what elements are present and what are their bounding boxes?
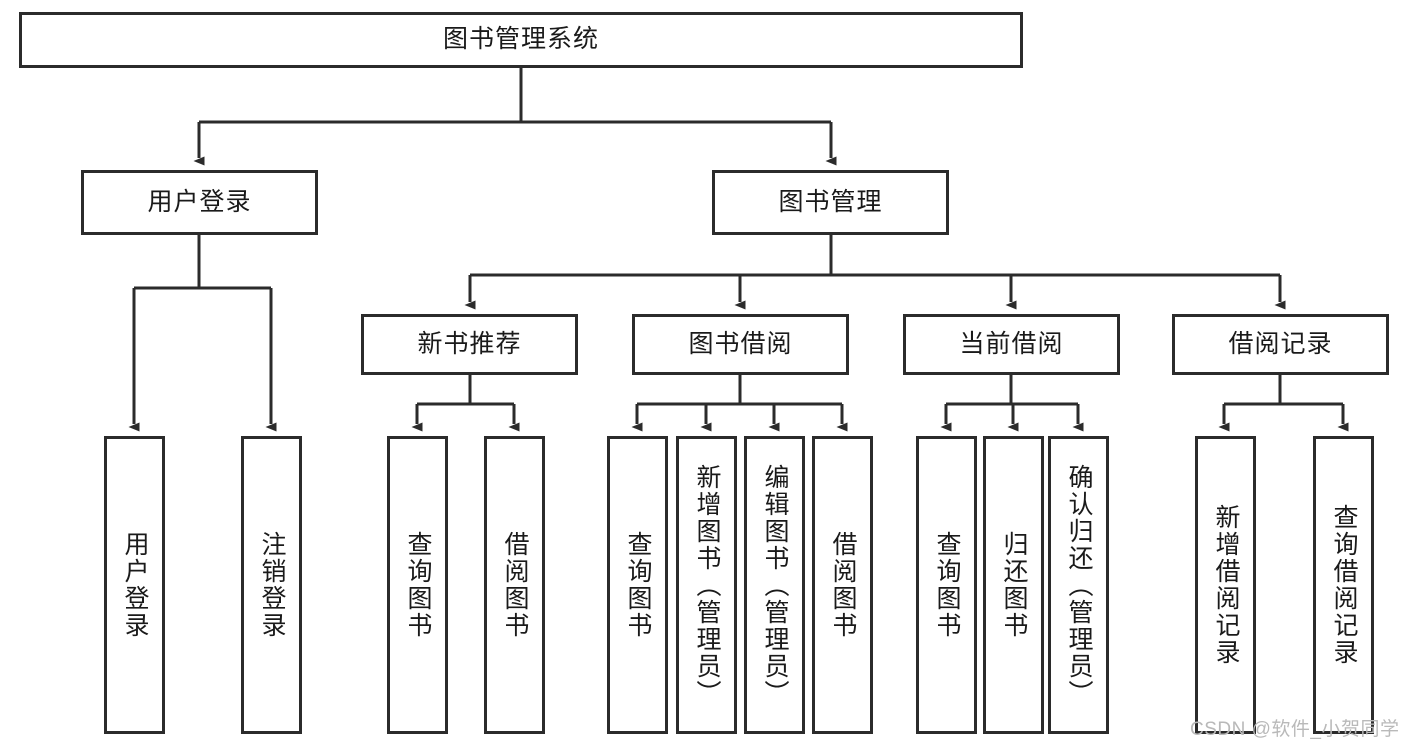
node-label: 查询图书	[933, 531, 961, 639]
node-leaf-query-book-recommend[interactable]: 查询图书	[387, 436, 448, 734]
node-leaf-confirm-return-admin[interactable]: 确认归还（管理员）	[1048, 436, 1109, 734]
node-label: 查询图书	[404, 531, 432, 639]
node-label: 图书管理	[778, 187, 883, 216]
watermark-text: CSDN @软件_小贺同学	[1190, 719, 1400, 740]
node-label: 新增借阅记录	[1212, 504, 1240, 666]
node-label: 查询图书	[624, 531, 652, 639]
node-leaf-borrow-book[interactable]: 借阅图书	[812, 436, 873, 734]
node-leaf-query-borrow-record[interactable]: 查询借阅记录	[1313, 436, 1374, 734]
node-leaf-logout[interactable]: 注销登录	[241, 436, 302, 734]
node-leaf-user-login[interactable]: 用户登录	[104, 436, 165, 734]
node-label: 用户登录	[147, 187, 252, 216]
node-label: 借阅记录	[1228, 329, 1333, 358]
node-label: 确认归还（管理员）	[1065, 463, 1093, 707]
node-label: 编辑图书（管理员）	[761, 463, 789, 707]
node-label: 新书推荐	[417, 329, 522, 358]
node-current-borrow[interactable]: 当前借阅	[903, 314, 1120, 375]
node-label: 图书借阅	[688, 329, 793, 358]
node-leaf-return-book[interactable]: 归还图书	[983, 436, 1044, 734]
node-book-management[interactable]: 图书管理	[712, 170, 949, 235]
node-label: 用户登录	[121, 531, 149, 639]
node-leaf-query-book-current[interactable]: 查询图书	[916, 436, 977, 734]
node-root-book-management-system[interactable]: 图书管理系统	[19, 12, 1023, 68]
node-label: 图书管理系统	[442, 25, 599, 54]
node-label: 注销登录	[258, 531, 286, 639]
node-label: 借阅图书	[829, 531, 857, 639]
node-label: 查询借阅记录	[1330, 504, 1358, 666]
node-new-book-recommend[interactable]: 新书推荐	[361, 314, 578, 375]
node-label: 归还图书	[1000, 531, 1028, 639]
node-leaf-borrow-book-recommend[interactable]: 借阅图书	[484, 436, 545, 734]
node-book-borrow[interactable]: 图书借阅	[632, 314, 849, 375]
node-leaf-query-book-borrow[interactable]: 查询图书	[607, 436, 668, 734]
node-borrow-record[interactable]: 借阅记录	[1172, 314, 1389, 375]
node-leaf-edit-book-admin[interactable]: 编辑图书（管理员）	[744, 436, 805, 734]
node-label: 借阅图书	[501, 531, 529, 639]
node-label: 新增图书（管理员）	[693, 463, 721, 707]
node-user-login[interactable]: 用户登录	[81, 170, 318, 235]
node-leaf-add-borrow-record[interactable]: 新增借阅记录	[1195, 436, 1256, 734]
node-leaf-add-book-admin[interactable]: 新增图书（管理员）	[676, 436, 737, 734]
node-label: 当前借阅	[959, 329, 1064, 358]
